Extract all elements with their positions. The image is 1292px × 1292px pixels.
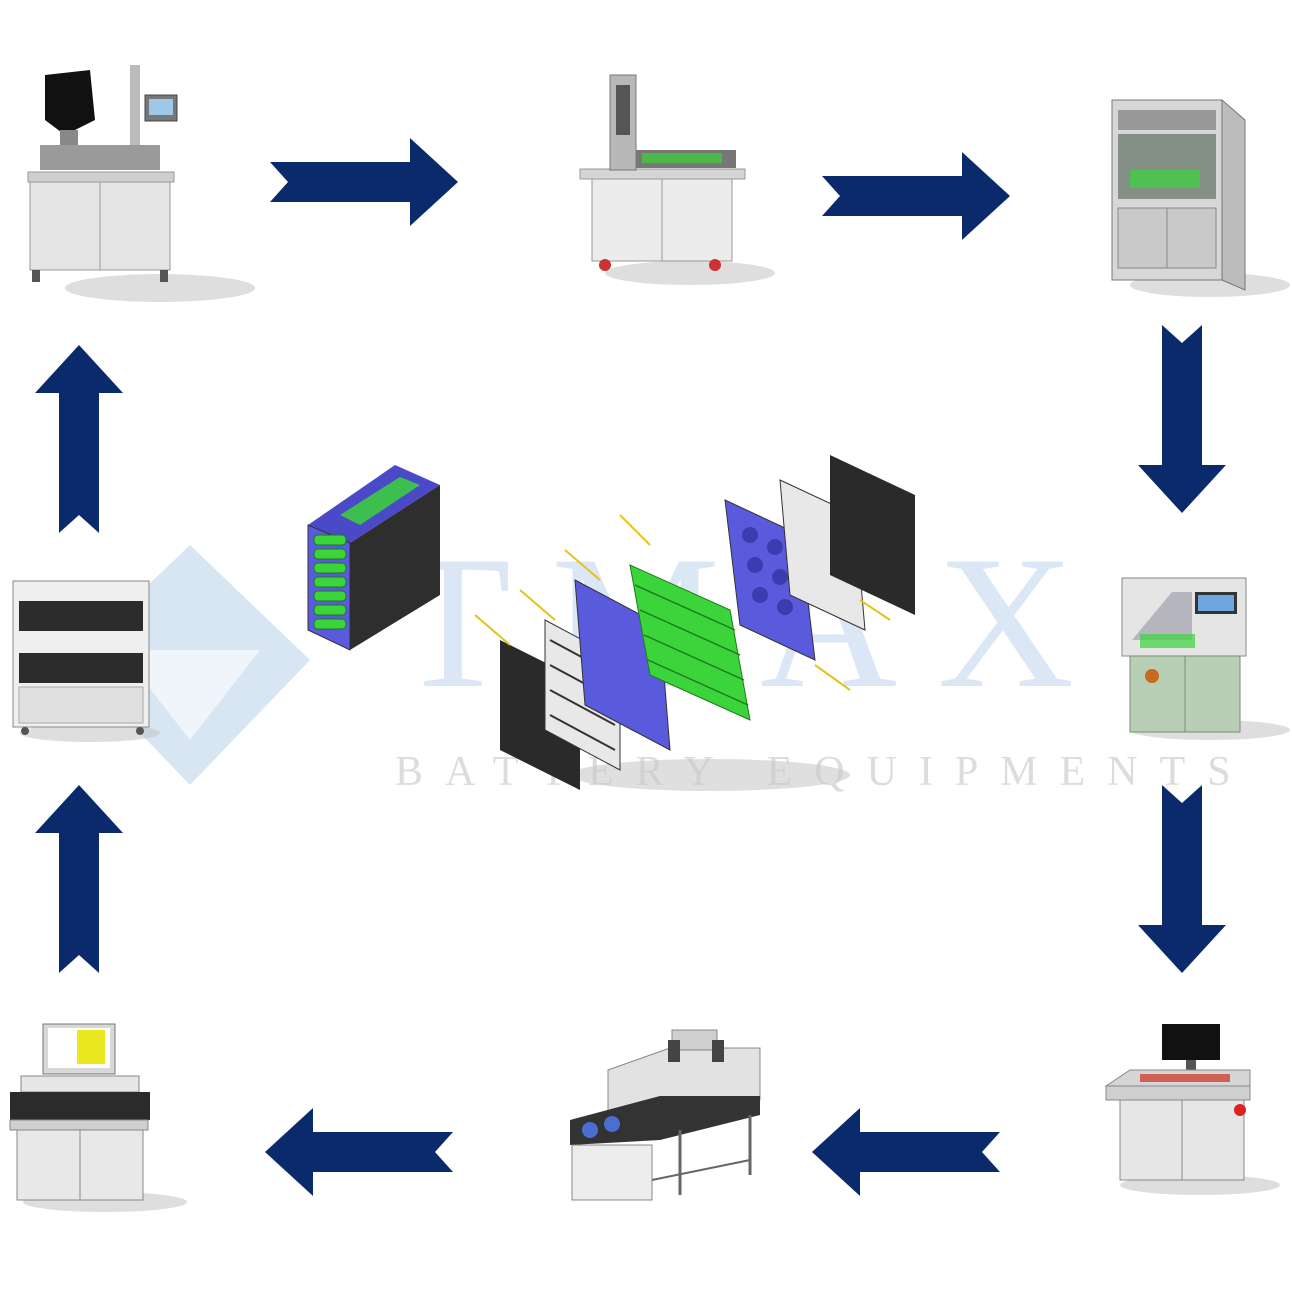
battery-cells	[629, 564, 751, 721]
flow-arrow-left-1	[812, 1108, 1002, 1196]
flow-arrow-right-1	[270, 138, 460, 226]
station-enclosed-assembly-machine	[1100, 90, 1290, 305]
station-bms-test-bench	[5, 1020, 190, 1220]
exploded-pack-view	[470, 450, 930, 795]
station-aging-cabinet	[5, 575, 165, 745]
flow-arrow-right-2	[822, 152, 1012, 240]
assembled-battery-pack	[300, 455, 450, 655]
station-cell-sorting-machine	[20, 60, 260, 310]
insulation-sheet-right	[830, 455, 915, 615]
station-pack-tester-station	[1100, 1020, 1285, 1200]
flow-arrow-up-1	[35, 785, 123, 975]
flow-arrow-up-2	[35, 345, 123, 535]
station-conveyor-oven	[560, 1020, 770, 1220]
flow-arrow-left-2	[265, 1108, 455, 1196]
flow-arrow-down-2	[1138, 785, 1226, 975]
station-spot-welding-machine	[1110, 570, 1290, 750]
flow-arrow-down-1	[1138, 325, 1226, 515]
station-holder-insertion-machine	[570, 65, 780, 290]
